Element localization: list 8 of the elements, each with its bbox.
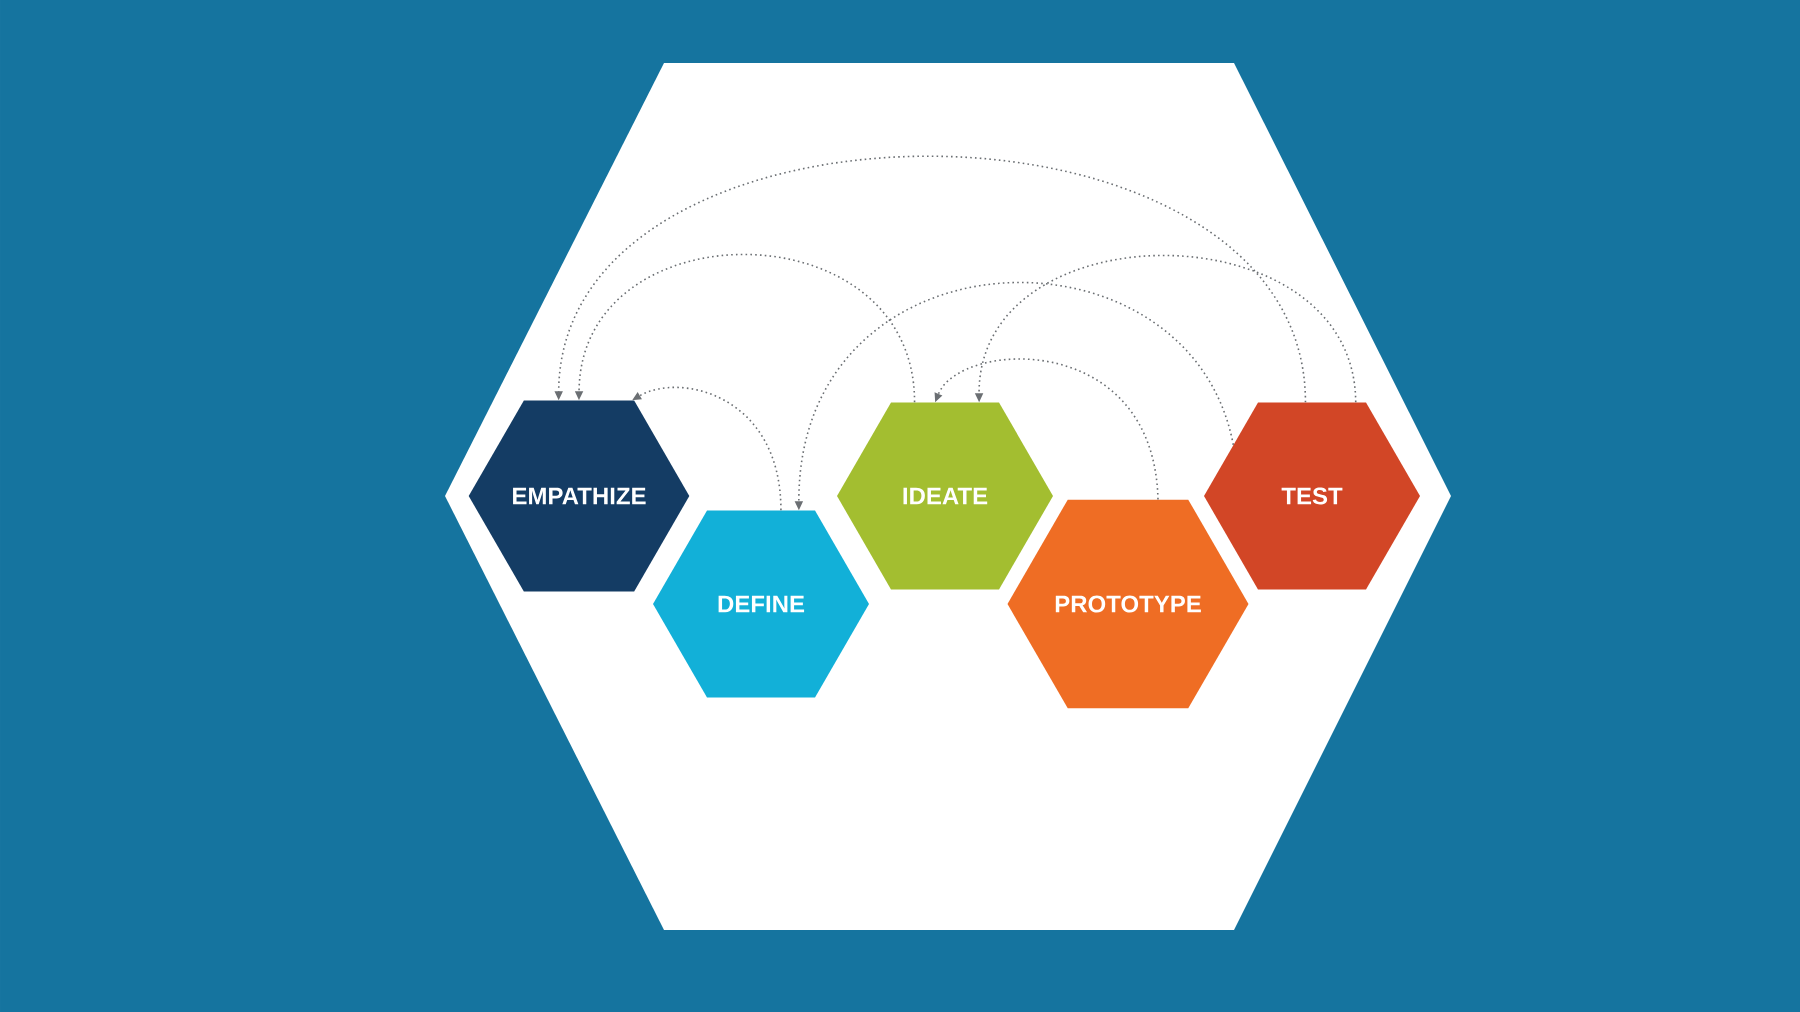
- hexagon-step: EMPATHIZE: [468, 400, 690, 592]
- dotted-arrow: [554, 155, 1307, 404]
- hexagon-step: TEST: [1204, 402, 1420, 590]
- hexagon-step: DEFINE: [653, 510, 869, 698]
- hexagon-step: PROTOTYPE: [1007, 499, 1249, 709]
- dotted-arrow: [632, 386, 782, 512]
- hexagon-step: IDEATE: [837, 402, 1053, 590]
- dotted-arrow: [934, 358, 1159, 501]
